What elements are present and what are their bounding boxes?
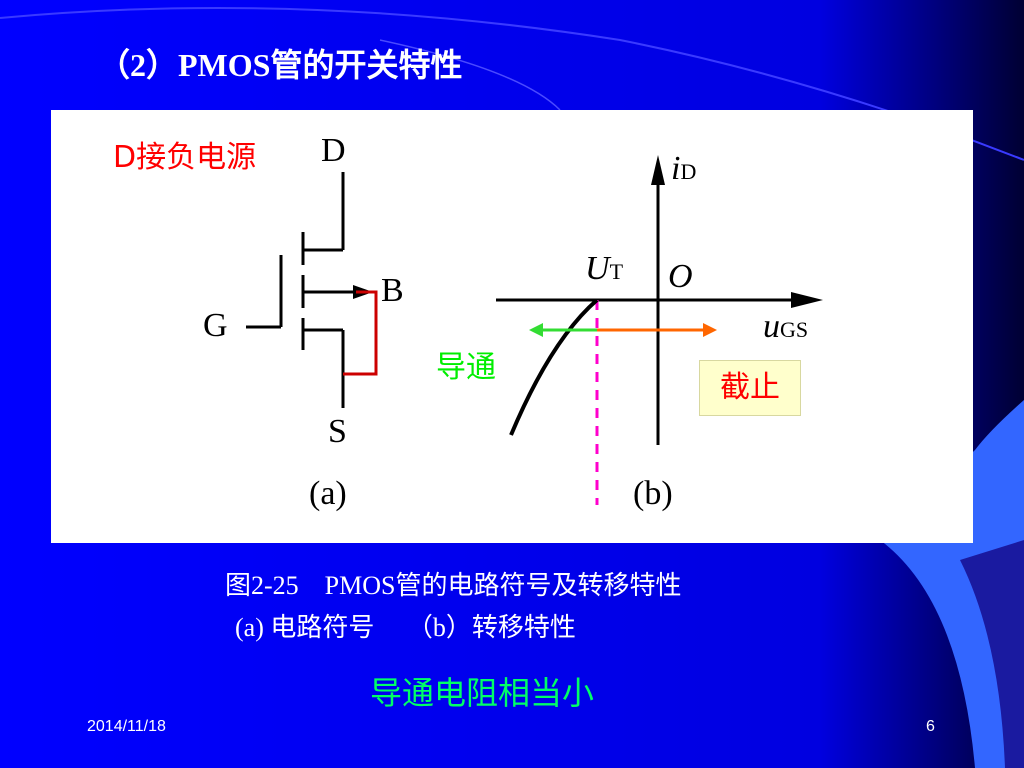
figure-caption-line2: (a) 电路符号 （b）转移特性 bbox=[235, 613, 576, 642]
off-region-label: 截止 bbox=[699, 360, 801, 416]
origin-label: O bbox=[668, 258, 693, 295]
transfer-characteristic-curve-icon bbox=[496, 155, 823, 505]
source-label: S bbox=[328, 413, 347, 450]
y-axis-sub: D bbox=[680, 159, 697, 184]
on-region-label: 导通 bbox=[436, 350, 496, 385]
bulk-label: B bbox=[381, 272, 404, 309]
threshold-sub: T bbox=[609, 259, 624, 284]
figure-panel: D接负电源 D B G S (a) iD UT bbox=[51, 110, 973, 543]
page-number: 6 bbox=[926, 718, 935, 735]
y-axis-main: i bbox=[671, 150, 681, 187]
pmos-transistor-symbol-icon bbox=[246, 172, 378, 408]
threshold-label: UT bbox=[585, 250, 623, 288]
x-axis-label: uGS bbox=[763, 308, 808, 346]
drain-label: D bbox=[321, 132, 346, 169]
figure-caption-line1: 图2-25 PMOS管的电路符号及转移特性 bbox=[225, 571, 682, 600]
x-axis-main: u bbox=[763, 308, 780, 345]
slide-title: （2）PMOS管的开关特性 bbox=[98, 47, 463, 83]
gate-label: G bbox=[203, 307, 228, 344]
slide-date: 2014/11/18 bbox=[87, 718, 166, 735]
drain-annotation: D接负电源 bbox=[113, 140, 257, 175]
figure-a-caption: (a) bbox=[309, 475, 347, 512]
x-axis-sub: GS bbox=[780, 317, 809, 342]
y-axis-label: iD bbox=[671, 150, 696, 188]
threshold-main: U bbox=[585, 250, 610, 287]
figure-b-caption: (b) bbox=[633, 475, 673, 512]
conduction-note: 导通电阻相当小 bbox=[370, 674, 595, 712]
